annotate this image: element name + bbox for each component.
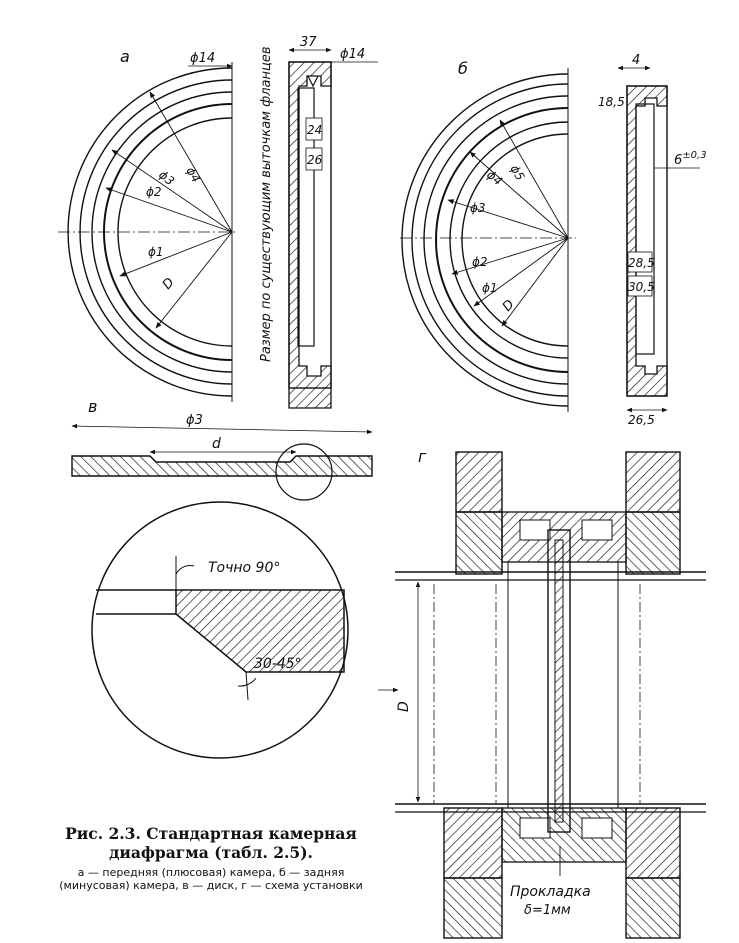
panel-a-dim-d: D: [160, 275, 178, 292]
panel-a-front-chamber: [58, 62, 238, 402]
panel-a-dim-phi1: ϕ1: [148, 245, 164, 259]
panel-b-section-18-5: 18,5: [598, 95, 625, 109]
panel-v-dim-d: d: [212, 436, 221, 452]
panel-g-gasket-thickness: δ=1мм: [524, 903, 571, 918]
panel-g-letter: г: [418, 447, 427, 466]
panel-a-section-width: 37: [300, 35, 317, 50]
panel-a-dim-phi4: ϕ4: [183, 165, 203, 185]
panel-b-section: [617, 65, 700, 413]
panel-a-section: [288, 47, 378, 409]
panel-g-installation: [378, 451, 706, 939]
panel-b-rear-chamber: [400, 68, 576, 412]
panel-v-dim-phi3: ϕ3: [186, 413, 203, 428]
panel-a-section-26: 26: [307, 153, 323, 167]
panel-b-section-4: 4: [632, 53, 640, 68]
figure-caption-legend: а — передняя (плюсовая) камера, б — задн…: [59, 866, 363, 892]
panel-g-gasket-label: Прокладка: [510, 884, 591, 900]
panel-a-letter: а: [120, 47, 130, 66]
panel-a-section-phi14: ϕ14: [340, 47, 365, 62]
panel-b-dim-phi3: ϕ3: [470, 201, 486, 215]
panel-v-disk: [71, 423, 373, 501]
panel-a-side-note: Размер по существующим выточкам фланцев: [259, 46, 274, 362]
panel-b-dim-phi2: ϕ2: [472, 255, 488, 269]
detail-angle-90: Точно 90°: [208, 560, 280, 576]
panel-b-tolerance-base: 6: [674, 153, 682, 168]
figure-caption: Рис. 2.3. Стандартная камерная диафрагма…: [46, 824, 376, 892]
panel-b-section-30-5: 30,5: [628, 280, 655, 294]
panel-a-dim-phi2: ϕ2: [146, 185, 162, 199]
panel-b-dim-d: D: [500, 297, 518, 314]
panel-b-letter: б: [458, 59, 468, 78]
detail-enlarged-edge: [91, 501, 349, 759]
panel-b-section-28-5: 28,5: [628, 256, 655, 270]
panel-g-dim-d: D: [396, 701, 412, 712]
panel-b-dim-phi1: ϕ1: [482, 281, 498, 295]
panel-b-tolerance: 6±0,3: [674, 150, 707, 168]
panel-a-dim-phi14: ϕ14: [190, 51, 215, 66]
panel-b-section-26-5: 26,5: [628, 413, 655, 427]
detail-angle-chamfer: 30-45°: [254, 656, 302, 672]
panel-b-tolerance-sup: ±0,3: [682, 150, 706, 161]
panel-a-section-24: 24: [307, 123, 322, 137]
panel-v-letter: в: [88, 397, 97, 416]
figure-caption-title: Рис. 2.3. Стандартная камерная диафрагма…: [65, 824, 357, 862]
panel-b-dim-phi5: ϕ5: [507, 163, 527, 183]
